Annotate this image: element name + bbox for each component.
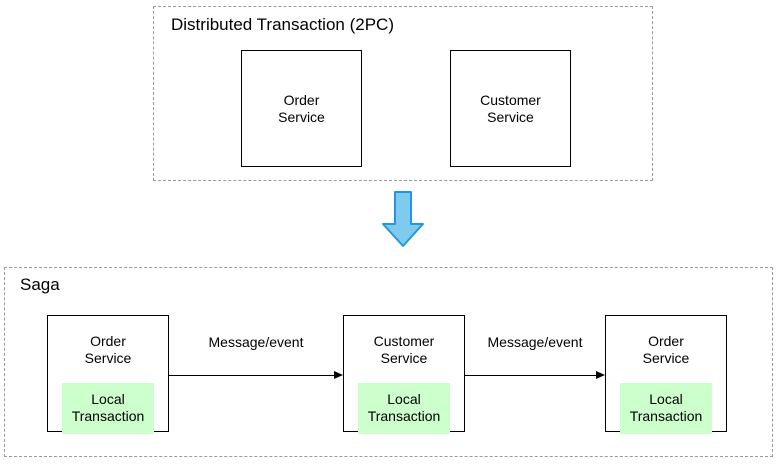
service-label: Customer Service	[480, 91, 541, 125]
message-arrow-label-2: Message/event	[487, 334, 583, 350]
service-box-order-saga-2[interactable]: Order Service Local Transaction	[605, 315, 727, 434]
service-label: Customer Service	[373, 333, 435, 366]
group-saga	[4, 267, 773, 457]
group-distributed-transaction	[153, 6, 653, 181]
service-box-customer-saga[interactable]: Customer Service Local Transaction	[343, 315, 465, 434]
down-arrow-icon	[381, 191, 425, 248]
service-label: Order Service	[642, 333, 690, 366]
group-title-distributed-transaction: Distributed Transaction (2PC)	[171, 15, 394, 34]
arrow-shaft	[465, 375, 596, 376]
group-title-saga: Saga	[20, 275, 60, 294]
service-label: Order Service	[278, 91, 325, 125]
message-arrow-label-1: Message/event	[208, 334, 304, 350]
service-box-order-2pc[interactable]: Order Service	[241, 50, 362, 167]
service-box-customer-2pc[interactable]: Customer Service	[450, 50, 571, 167]
arrow-head-icon	[334, 370, 343, 379]
service-box-order-saga-1[interactable]: Order Service Local Transaction	[47, 315, 169, 434]
local-transaction-block: Local Transaction	[358, 383, 450, 434]
service-label: Order Service	[84, 333, 132, 366]
local-transaction-block: Local Transaction	[620, 383, 712, 434]
local-transaction-block: Local Transaction	[62, 383, 154, 434]
arrow-shaft	[169, 375, 334, 376]
arrow-head-icon	[596, 370, 605, 379]
